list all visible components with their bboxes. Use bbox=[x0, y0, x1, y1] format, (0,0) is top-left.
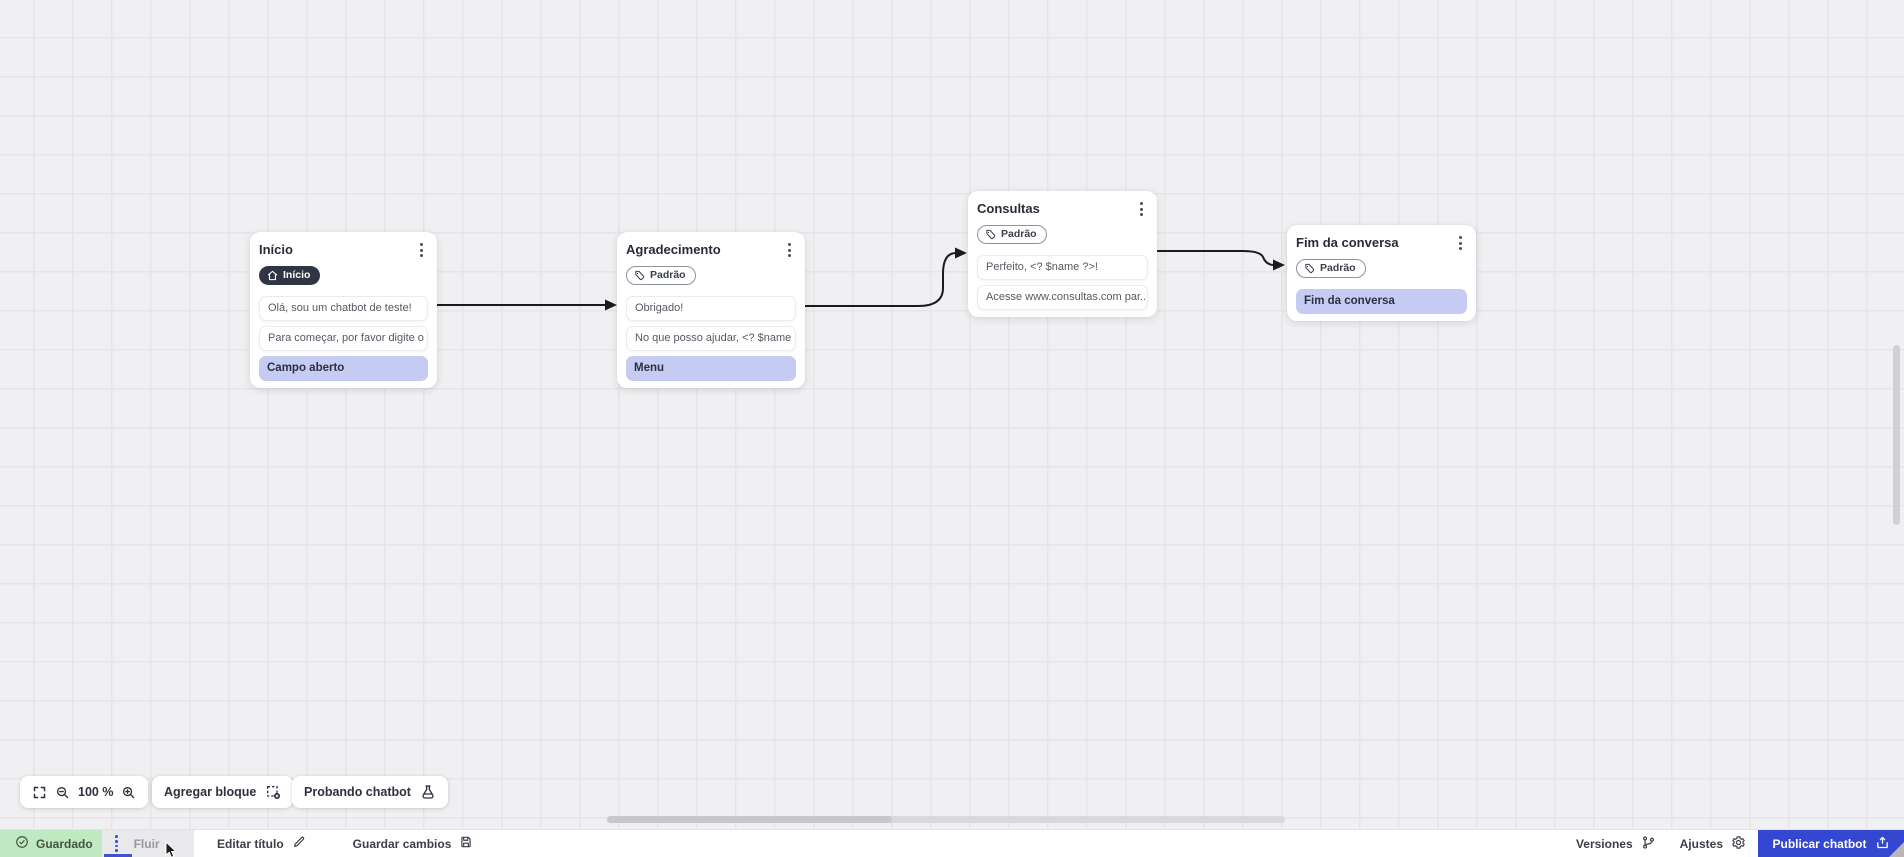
node-menu-icon[interactable] bbox=[783, 240, 796, 260]
test-chatbot-button[interactable]: Probando chatbot bbox=[292, 776, 448, 808]
action-row-end-conversation[interactable]: Fim da conversa bbox=[1296, 288, 1467, 314]
upload-icon bbox=[1875, 835, 1890, 853]
publish-label: Publicar chatbot bbox=[1772, 836, 1867, 851]
settings-label: Ajustes bbox=[1679, 836, 1723, 851]
edge-consultas-fim[interactable] bbox=[1156, 250, 1275, 266]
fit-view-icon[interactable] bbox=[32, 785, 47, 800]
flow-node-consultas[interactable]: Consultas Padrão Perfeito, <? $name ?>! … bbox=[968, 191, 1157, 317]
check-circle-icon bbox=[15, 835, 29, 852]
action-row-open-field[interactable]: Campo aberto bbox=[259, 355, 428, 381]
badge-label: Padrão bbox=[650, 269, 686, 281]
add-block-label: Agregar bloque bbox=[164, 785, 257, 799]
vertical-scrollbar[interactable] bbox=[1893, 345, 1900, 525]
save-icon bbox=[459, 835, 473, 852]
node-menu-icon[interactable] bbox=[1454, 233, 1467, 253]
action-row-menu[interactable]: Menu bbox=[626, 355, 796, 381]
edit-title-button[interactable]: Editar título bbox=[205, 830, 318, 857]
publish-chatbot-button[interactable]: Publicar chatbot bbox=[1758, 830, 1904, 857]
message-bubble[interactable]: Olá, sou um chatbot de teste! bbox=[259, 295, 428, 321]
node-title: Consultas bbox=[977, 201, 1040, 216]
tag-icon bbox=[1304, 263, 1315, 274]
node-title: Fim da conversa bbox=[1296, 235, 1399, 250]
zoom-controls: 100 % bbox=[20, 776, 149, 808]
test-chatbot-label: Probando chatbot bbox=[304, 785, 411, 799]
save-changes-label: Guardar cambios bbox=[352, 836, 452, 851]
drag-handle-icon[interactable] bbox=[115, 835, 118, 852]
node-type-badge: Início bbox=[259, 266, 321, 285]
node-type-badge: Padrão bbox=[626, 266, 696, 285]
badge-label: Início bbox=[283, 269, 311, 281]
status-bar: Guardado Fluir Editar título Guardar cam… bbox=[0, 829, 1904, 857]
versions-label: Versiones bbox=[1575, 836, 1633, 851]
zoom-out-icon[interactable] bbox=[55, 785, 70, 800]
horizontal-scrollbar[interactable] bbox=[607, 816, 1285, 823]
node-type-badge: Padrão bbox=[977, 225, 1047, 244]
settings-button[interactable]: Ajustes bbox=[1668, 830, 1758, 857]
badge-label: Padrão bbox=[1320, 262, 1356, 274]
flow-node-agradecimento[interactable]: Agradecimento Padrão Obrigado! No que po… bbox=[617, 232, 805, 388]
zoom-in-icon[interactable] bbox=[121, 785, 136, 800]
pencil-icon bbox=[292, 835, 306, 852]
horizontal-scrollbar-thumb[interactable] bbox=[607, 816, 892, 823]
message-bubble[interactable]: No que posso ajudar, <? $name ... bbox=[626, 325, 796, 351]
node-menu-icon[interactable] bbox=[415, 240, 428, 260]
home-icon bbox=[267, 270, 278, 281]
add-block-button[interactable]: Agregar bloque bbox=[152, 776, 294, 808]
statusbar-spacer bbox=[485, 830, 1564, 857]
message-bubble[interactable]: Acesse www.consultas.com par... bbox=[977, 284, 1148, 310]
save-changes-button[interactable]: Guardar cambios bbox=[341, 830, 486, 857]
tab-fluir-label: Fluir bbox=[133, 836, 160, 851]
git-branch-icon bbox=[1641, 835, 1656, 853]
versions-button[interactable]: Versiones bbox=[1564, 830, 1668, 857]
add-block-icon bbox=[265, 784, 281, 800]
message-bubble[interactable]: Obrigado! bbox=[626, 295, 796, 321]
saved-status-label: Guardado bbox=[36, 836, 93, 851]
resize-grip bbox=[1889, 842, 1904, 857]
node-type-badge: Padrão bbox=[1296, 259, 1366, 278]
flow-node-inicio[interactable]: Início Início Olá, sou um chatbot de tes… bbox=[250, 232, 437, 388]
gear-icon bbox=[1731, 835, 1746, 853]
saved-status-badge: Guardado bbox=[0, 830, 102, 857]
node-title: Início bbox=[259, 242, 293, 257]
flow-node-fim-da-conversa[interactable]: Fim da conversa Padrão Fim da conversa bbox=[1287, 225, 1476, 321]
edge-agradecimento-consultas[interactable] bbox=[804, 252, 957, 307]
edit-title-label: Editar título bbox=[217, 836, 284, 851]
zoom-level-value: 100 % bbox=[78, 785, 114, 799]
tab-fluir[interactable]: Fluir bbox=[102, 830, 194, 857]
flask-icon bbox=[420, 784, 436, 800]
node-menu-icon[interactable] bbox=[1135, 199, 1148, 219]
node-title: Agradecimento bbox=[626, 242, 721, 257]
tag-icon bbox=[985, 229, 996, 240]
tag-icon bbox=[634, 270, 645, 281]
message-bubble[interactable]: Perfeito, <? $name ?>! bbox=[977, 254, 1148, 280]
badge-label: Padrão bbox=[1001, 228, 1037, 240]
message-bubble[interactable]: Para começar, por favor digite o ... bbox=[259, 325, 428, 351]
